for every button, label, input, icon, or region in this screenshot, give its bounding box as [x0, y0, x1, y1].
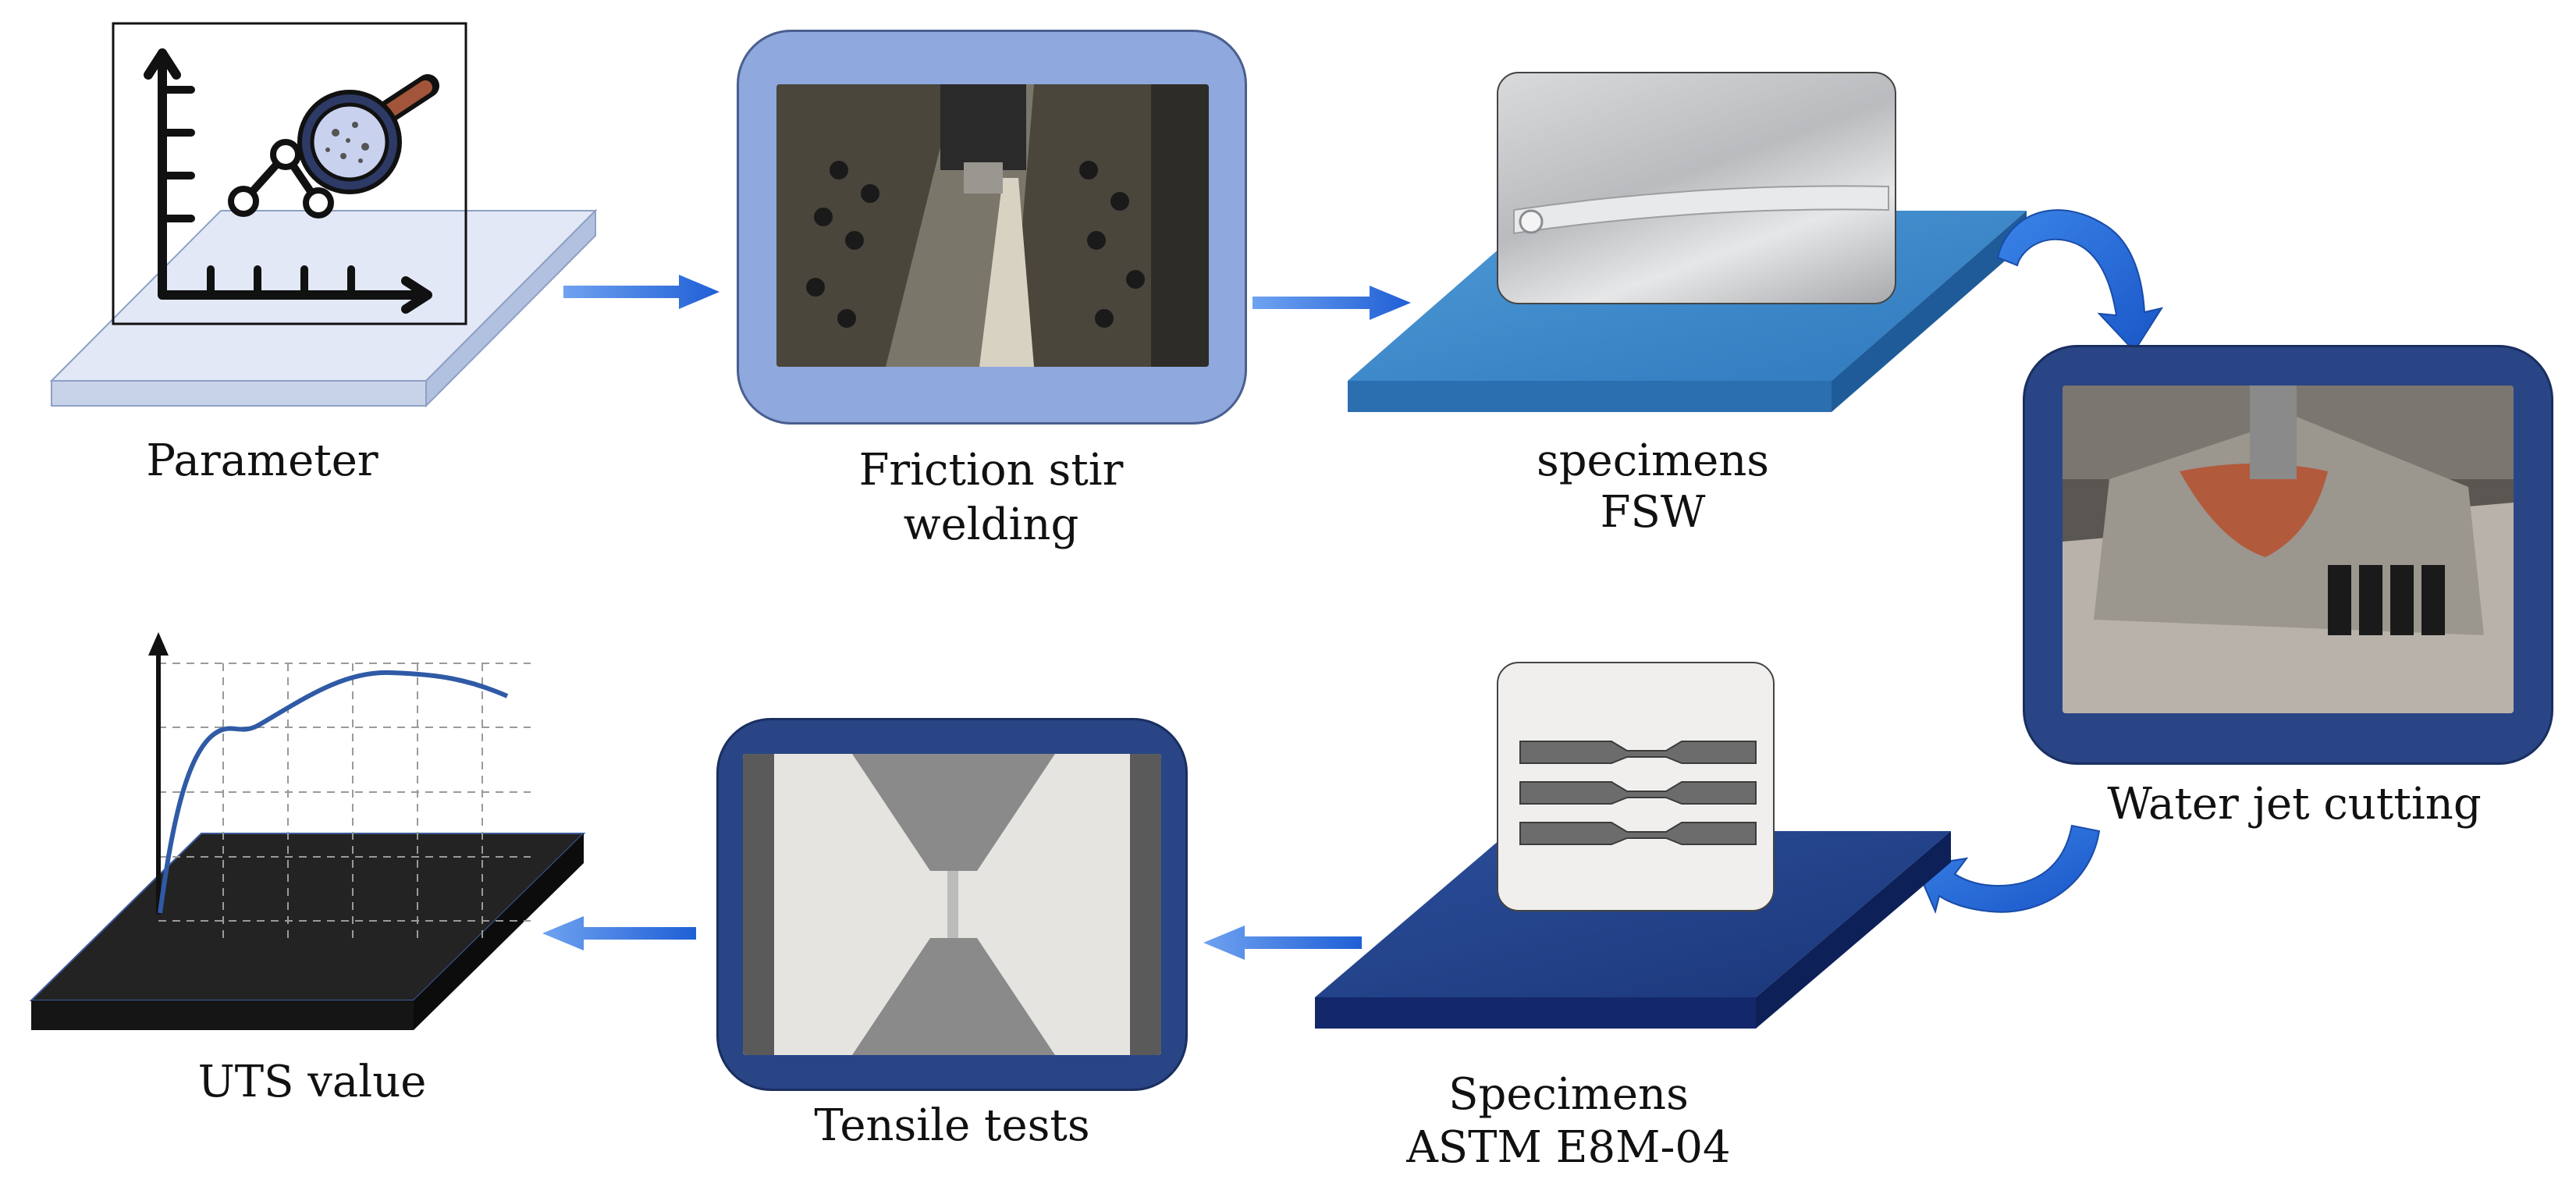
flow-arrow-icon [542, 916, 696, 950]
parameter-plate [49, 208, 598, 408]
tensile-photo [743, 754, 1161, 1055]
astm-label-line1: Specimens [1448, 1069, 1689, 1120]
specimens-fsw-label-line2: FSW [1600, 487, 1706, 538]
water-jet-photo [2063, 386, 2514, 713]
fsw-label-line2: welding [903, 499, 1079, 550]
flow-arrow-icon [1203, 926, 1362, 960]
astm-specimens-photo [1497, 662, 1775, 911]
flow-arrow-icon [563, 275, 720, 309]
parameter-label: Parameter [146, 435, 378, 486]
fsw-specimen-photo [1497, 72, 1896, 304]
parameter-chart-icon [112, 22, 467, 325]
astm-label-line2: ASTM E8M-04 [1406, 1122, 1731, 1173]
flow-arrow-icon [1252, 286, 1411, 320]
fsw-label-line1: Friction stir [858, 445, 1124, 496]
uts-curve-chart [148, 632, 531, 944]
water-jet-label: Water jet cutting [2107, 779, 2482, 830]
tensile-label: Tensile tests [814, 1100, 1090, 1151]
specimens-fsw-label-line1: specimens [1536, 435, 1770, 486]
fsw-photo [776, 84, 1209, 367]
curved-arrow-icon [1996, 209, 2164, 353]
uts-label: UTS value [197, 1057, 427, 1107]
astm-plate [1315, 831, 1951, 1029]
curved-arrow-icon [1914, 824, 2101, 915]
magnifier-icon [297, 74, 439, 194]
uts-plate [29, 833, 586, 1030]
